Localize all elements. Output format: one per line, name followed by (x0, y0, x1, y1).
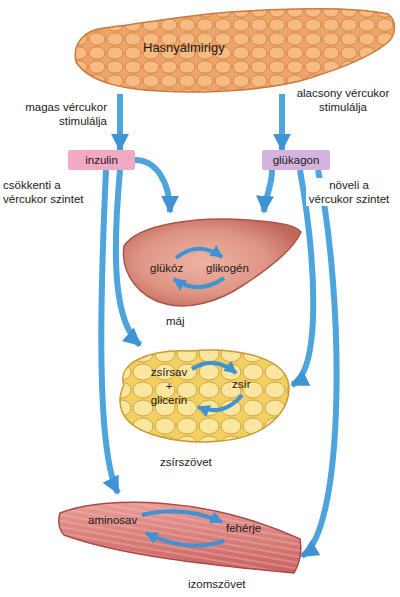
hormone-label: inzulin (78, 153, 125, 167)
organ-label: fehérje (226, 521, 261, 535)
organ-label: zsírszövet (160, 455, 212, 469)
fat-tissue: zsírsav + glicerin zsír zsírszövet (110, 345, 292, 475)
muscle-fibres (59, 502, 301, 573)
label-slot: aminosav (88, 513, 137, 527)
hormone-arrow (302, 170, 337, 556)
edge-label: alacsony vércukor stimulálja (289, 86, 397, 114)
hormone-arrow (135, 160, 170, 212)
organ-outline (110, 345, 292, 475)
fat-body (120, 350, 289, 442)
muscle-body (59, 502, 301, 573)
label-slot: növeli a vércukor szintet (306, 178, 392, 206)
organ-label: izomszövet (188, 577, 246, 591)
cycle-arrow (146, 533, 224, 546)
label-slot: fehérje (226, 521, 261, 535)
edge-label: növeli a vércukor szintet (306, 178, 392, 206)
organ-label: aminosav (88, 513, 137, 527)
label-slot: zsírszövet (160, 455, 212, 469)
organ-label: glikogén (206, 261, 249, 275)
cycle-arrow (142, 511, 222, 522)
organ-outline (58, 493, 302, 595)
hormone-box: inzulin (68, 150, 135, 170)
label-slot: zsír (232, 377, 251, 391)
label-slot: máj (166, 314, 185, 328)
organ-label: Hasnyálmirigy (143, 41, 225, 55)
cycle-arrow (176, 249, 222, 258)
label-slot: glikogén (206, 261, 249, 275)
organ-label: zsír (232, 377, 251, 391)
label-slot: Hasnyálmirigy (143, 41, 225, 55)
edge-label: magas vércukor stimulálja (2, 100, 108, 128)
hormone-arrow (101, 170, 118, 493)
hormone-arrow (279, 94, 285, 150)
hormone-label: glükagon (272, 153, 320, 167)
fat-cells (120, 350, 289, 442)
label-slot: csökkenti a vércukor szintet (2, 178, 90, 206)
organ-label: máj (166, 314, 185, 328)
hormone-box: glükagon (262, 150, 330, 170)
hormone-arrow (117, 94, 123, 150)
label-slot: glükóz (150, 261, 183, 275)
pancreas-body (75, 9, 394, 93)
label-slot: izomszövet (188, 577, 246, 591)
pancreas-lobules (75, 9, 394, 93)
liver-organ: glükóz glikogén máj (118, 212, 303, 334)
label-slot: magas vércukor stimulálja (2, 100, 108, 128)
liver-body (123, 219, 301, 306)
cycle-arrow (174, 278, 224, 287)
organ-label: zsírsav + glicerin (148, 365, 190, 407)
cycle-arrow (198, 395, 242, 410)
label-slot: alacsony vércukor stimulálja (289, 86, 397, 114)
organ-outline (70, 4, 396, 94)
cycle-arrow (192, 363, 236, 373)
label-slot: zsírsav + glicerin (148, 365, 190, 407)
hormone-arrow (264, 170, 272, 212)
edge-label: csökkenti a vércukor szintet (2, 178, 90, 206)
muscle-tissue: aminosav fehérje izomszövet (58, 493, 302, 595)
pancreas-organ: Hasnyálmirigy (70, 4, 396, 94)
organ-label: glükóz (150, 261, 183, 275)
